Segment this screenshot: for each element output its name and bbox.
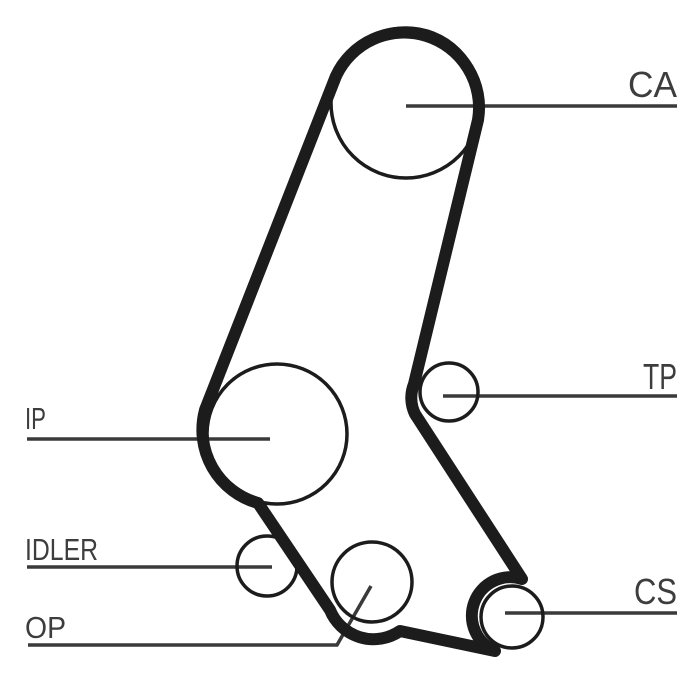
timing-belt [196, 26, 528, 657]
leader-line-op [28, 585, 373, 647]
pulley-label-ca: CA [628, 64, 677, 105]
pulleys-layer [205, 26, 545, 650]
leader-lines-layer [27, 104, 677, 647]
pulley-label-idler: IDLER [25, 532, 98, 567]
pulley-label-cs: CS [634, 571, 677, 612]
pulley-label-ip: IP [25, 401, 46, 436]
pulley-label-op: OP [25, 610, 66, 645]
crankshaft-pulley-circle [479, 584, 545, 650]
tensioner-pulley-circle [418, 361, 480, 423]
belt-layer [196, 26, 528, 657]
pulley-label-tp: TP [643, 356, 677, 397]
oil-pump-pulley-circle [330, 540, 414, 624]
labels-layer: CA TP CS IP IDLER OP [25, 64, 677, 645]
